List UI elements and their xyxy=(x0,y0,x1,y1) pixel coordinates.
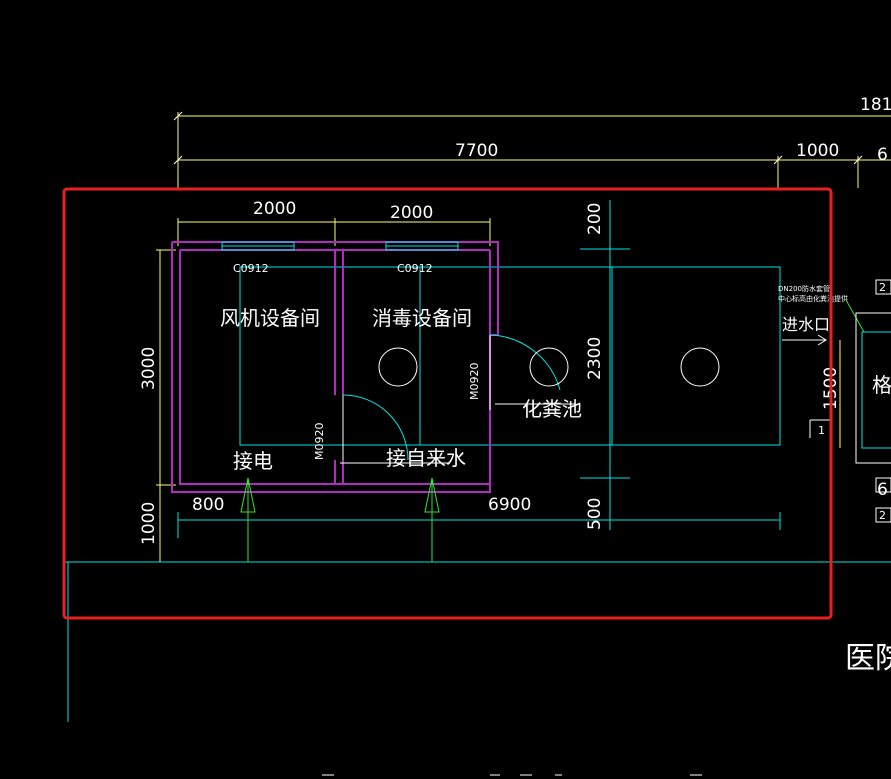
window-left xyxy=(221,241,295,251)
right-label-partial: 格 xyxy=(872,373,891,397)
window-right xyxy=(385,241,459,251)
manhole-circle-2 xyxy=(529,347,569,387)
inlet-label: 进水口 xyxy=(782,315,830,334)
dim-200: 200 xyxy=(585,203,605,235)
dim-2300: 2300 xyxy=(585,337,605,380)
door-label-left: M0920 xyxy=(313,423,326,461)
door-left xyxy=(342,394,409,461)
dim-1000-left: 1000 xyxy=(139,502,159,545)
water-connection-label: 接自来水 xyxy=(386,446,466,470)
door-label-right: M0920 xyxy=(468,363,481,401)
dim-6-partial-bottom: 6 xyxy=(877,480,888,500)
dim-2000-left: 2000 xyxy=(253,199,296,219)
door-right xyxy=(489,334,561,410)
room-fan-equipment: 风机设备间 xyxy=(220,306,320,330)
right-number-a: 2 xyxy=(879,281,886,294)
pipe-note-leader xyxy=(845,299,865,333)
dim-6900: 6900 xyxy=(488,495,531,515)
selection-highlight-box xyxy=(62,187,833,620)
room-disinfection-equipment: 消毒设备间 xyxy=(372,306,472,330)
dim-7700: 7700 xyxy=(455,141,498,161)
window-label-left: C0912 xyxy=(233,262,269,275)
dim-6-partial: 6 xyxy=(877,145,888,165)
dim-500: 500 xyxy=(585,498,605,530)
septic-tank-label: 化粪池 xyxy=(522,397,582,421)
top-dimension-chain xyxy=(173,111,891,188)
hospital-label-partial: 医院 xyxy=(845,641,891,676)
dim-1000-top: 1000 xyxy=(796,141,839,161)
site-outline xyxy=(64,200,891,722)
dim-overall-partial: 1810 xyxy=(860,95,891,115)
power-connection-arrow xyxy=(240,477,256,562)
pipe-note-line-1: DN200防水套管 xyxy=(778,284,830,293)
power-connection-label: 接电 xyxy=(233,449,273,473)
window-label-right: C0912 xyxy=(397,262,433,275)
dim-3000: 3000 xyxy=(139,347,159,390)
right-number-c: 2 xyxy=(879,509,886,522)
right-number-b: 1 xyxy=(818,424,825,437)
dim-2000-right: 2000 xyxy=(390,203,433,223)
water-connection-arrow xyxy=(340,462,450,562)
manhole-circle-1 xyxy=(378,347,418,387)
right-structure-partial xyxy=(809,279,891,523)
pipe-note-line-2: 中心标高由化粪池提供 xyxy=(778,294,848,303)
manhole-circle-3 xyxy=(680,347,720,387)
dim-800: 800 xyxy=(192,495,224,515)
inlet-arrowhead xyxy=(817,334,827,346)
